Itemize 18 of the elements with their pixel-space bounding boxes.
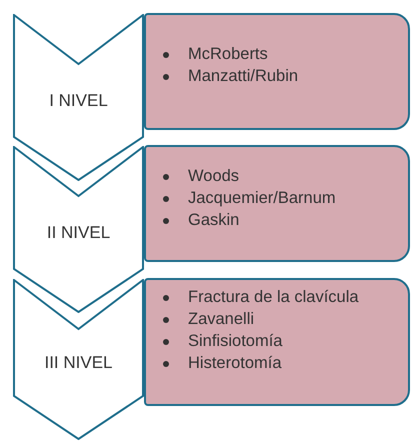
chevron-shape: [13, 146, 144, 313]
list-box: [144, 145, 410, 262]
bullet-item: Zavanelli: [160, 308, 254, 330]
chevron-shape: [13, 14, 144, 181]
bullet-item: Fractura de la clavícula: [160, 286, 359, 308]
list-box: [144, 278, 410, 406]
level-label: II NIVEL: [46, 222, 112, 242]
bullet-item: Histerotomía: [160, 352, 282, 374]
list-box: [144, 13, 410, 130]
chevron-shape: [13, 279, 144, 440]
level-label: III NIVEL: [43, 352, 114, 372]
bullet-item: Sinfisiotomía: [160, 330, 282, 352]
bullet-item: McRoberts: [160, 43, 268, 65]
bullet-item: Manzatti/Rubin: [160, 65, 298, 87]
bullet-item: Woods: [160, 165, 240, 187]
bullet-item: Gaskin: [160, 209, 240, 231]
level-label: I NIVEL: [48, 90, 109, 110]
bullet-item: Jacquemier/Barnum: [160, 187, 336, 209]
